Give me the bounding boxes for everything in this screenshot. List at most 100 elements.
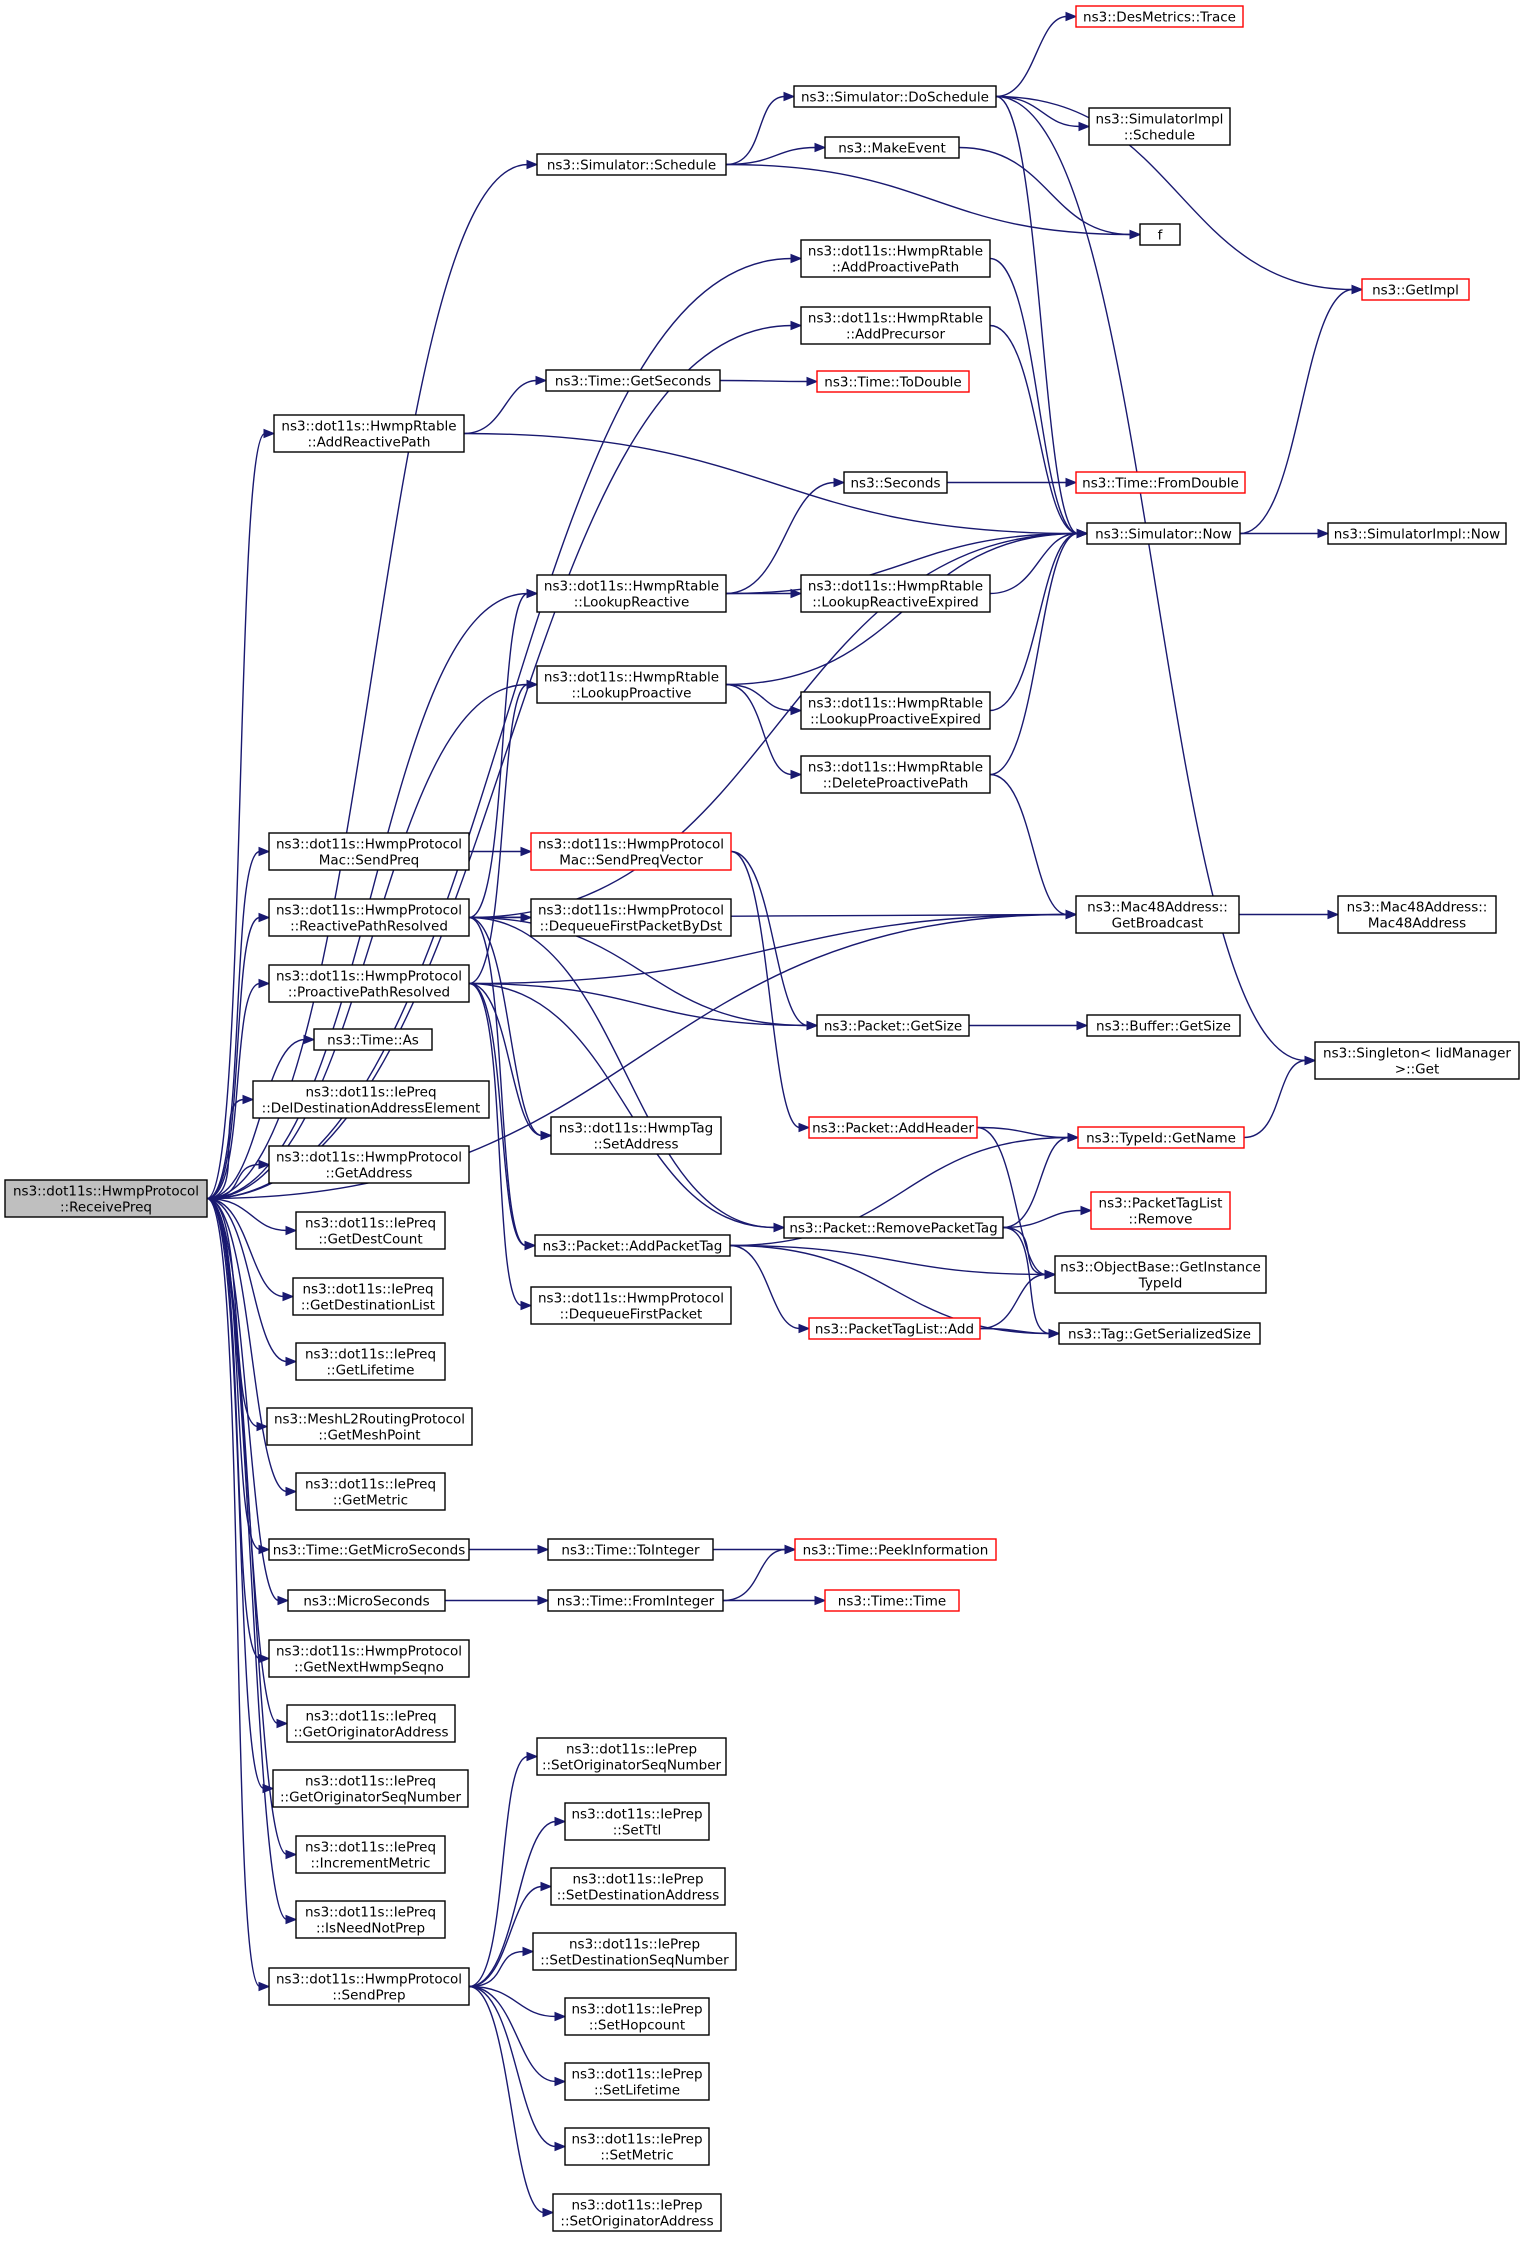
node-box[interactable] <box>536 1737 727 1776</box>
node-box[interactable] <box>295 1472 446 1511</box>
node-n_getdestlist[interactable]: ns3::dot11s::IePreq::GetDestinationList <box>292 1277 444 1316</box>
node-box[interactable] <box>273 414 465 453</box>
node-box[interactable] <box>564 1997 710 2036</box>
node-box[interactable] <box>1075 471 1246 494</box>
node-box[interactable] <box>295 1900 446 1939</box>
node-n_isneednot[interactable]: ns3::dot11s::IePreq::IsNeedNotPrep <box>295 1900 446 1939</box>
node-n_seconds[interactable]: ns3::Seconds <box>843 471 948 494</box>
node-box[interactable] <box>268 1639 470 1678</box>
node-box[interactable] <box>800 755 991 794</box>
node-box[interactable] <box>1086 1014 1241 1037</box>
node-n_delproactive[interactable]: ns3::dot11s::HwmpRtable::DeleteProactive… <box>800 755 991 794</box>
node-n_mac48[interactable]: ns3::Mac48Address::Mac48Address <box>1337 895 1497 934</box>
node-n_timetime[interactable]: ns3::Time::Time <box>824 1589 960 1612</box>
node-box[interactable] <box>268 1967 470 2006</box>
node-n_getseconds[interactable]: ns3::Time::GetSeconds <box>545 369 721 392</box>
node-box[interactable] <box>266 1407 473 1446</box>
node-n_addproactive[interactable]: ns3::dot11s::HwmpRtable::AddProactivePat… <box>800 239 991 278</box>
node-box[interactable] <box>295 1211 446 1250</box>
node-n_getname[interactable]: ns3::TypeId::GetName <box>1077 1126 1245 1149</box>
node-n_bufgetsize[interactable]: ns3::Buffer::GetSize <box>1086 1014 1241 1037</box>
node-n_implnow[interactable]: ns3::SimulatorImpl::Now <box>1327 522 1507 545</box>
node-box[interactable] <box>1077 1126 1245 1149</box>
node-box[interactable] <box>268 832 470 871</box>
node-box[interactable] <box>564 2127 710 2166</box>
node-n_setaddress[interactable]: ns3::dot11s::HwmpTag::SetAddress <box>550 1116 722 1155</box>
node-n_tagsize[interactable]: ns3::Tag::GetSerializedSize <box>1058 1322 1261 1345</box>
node-box[interactable] <box>843 471 948 494</box>
node-box[interactable] <box>550 1116 722 1155</box>
node-n_setdestaddr[interactable]: ns3::dot11s::IePrep::SetDestinationAddre… <box>550 1867 726 1906</box>
node-n_getdestcount[interactable]: ns3::dot11s::IePreq::GetDestCount <box>295 1211 446 1250</box>
node-n_getnextseq[interactable]: ns3::dot11s::HwmpProtocol::GetNextHwmpSe… <box>268 1639 470 1678</box>
node-n_setorigaddr[interactable]: ns3::dot11s::IePrep::SetOriginatorAddres… <box>552 2193 722 2232</box>
node-n_micro[interactable]: ns3::MicroSeconds <box>287 1589 446 1612</box>
node-box[interactable] <box>1327 522 1507 545</box>
node-box[interactable] <box>272 1769 469 1808</box>
node-n0[interactable]: ns3::dot11s::HwmpProtocol::ReceivePreq <box>4 1179 208 1218</box>
node-n_lrexpired[interactable]: ns3::dot11s::HwmpRtable::LookupReactiveE… <box>800 574 991 613</box>
node-n_removetag[interactable]: ns3::Packet::RemovePacketTag <box>783 1216 1004 1239</box>
node-box[interactable] <box>545 369 721 392</box>
node-n_tointeger[interactable]: ns3::Time::ToInteger <box>547 1538 714 1561</box>
node-n_sethop[interactable]: ns3::dot11s::IePrep::SetHopcount <box>564 1997 710 2036</box>
node-box[interactable] <box>800 574 991 613</box>
node-box[interactable] <box>564 1802 710 1841</box>
node-n_sched[interactable]: ns3::Simulator::Schedule <box>536 153 727 176</box>
node-box[interactable] <box>552 2193 722 2232</box>
node-n_lookupreactive[interactable]: ns3::dot11s::HwmpRtable::LookupReactive <box>536 574 727 613</box>
node-n_getlifetime[interactable]: ns3::dot11s::IePreq::GetLifetime <box>295 1342 446 1381</box>
node-n_addreactive[interactable]: ns3::dot11s::HwmpRtable::AddReactivePath <box>273 414 465 453</box>
node-n_addprecursor[interactable]: ns3::dot11s::HwmpRtable::AddPrecursor <box>800 306 991 345</box>
node-n_incmetric[interactable]: ns3::dot11s::IePreq::IncrementMetric <box>295 1835 446 1874</box>
node-n_todouble[interactable]: ns3::Time::ToDouble <box>816 370 970 393</box>
node-n_addheader[interactable]: ns3::Packet::AddHeader <box>808 1116 978 1139</box>
node-box[interactable] <box>547 1538 714 1561</box>
node-n_setdestseq[interactable]: ns3::dot11s::IePrep::SetDestinationSeqNu… <box>532 1932 737 1971</box>
node-box[interactable] <box>1139 223 1181 246</box>
node-box[interactable] <box>1314 1041 1520 1080</box>
node-n_fromdouble[interactable]: ns3::Time::FromDouble <box>1075 471 1246 494</box>
node-box[interactable] <box>1054 1255 1267 1294</box>
node-box[interactable] <box>1337 895 1497 934</box>
node-box[interactable] <box>268 1145 470 1184</box>
node-n_sendprep[interactable]: ns3::dot11s::HwmpProtocol::SendPrep <box>268 1967 470 2006</box>
node-box[interactable] <box>536 665 727 704</box>
node-box[interactable] <box>550 1867 726 1906</box>
node-n_dequeuebydst[interactable]: ns3::dot11s::HwmpProtocol::DequeueFirstP… <box>530 898 732 937</box>
node-n_getmetric[interactable]: ns3::dot11s::IePreq::GetMetric <box>295 1472 446 1511</box>
node-n_pktgetsize[interactable]: ns3::Packet::GetSize <box>816 1014 970 1037</box>
node-box[interactable] <box>1058 1322 1261 1345</box>
node-box[interactable] <box>287 1589 446 1612</box>
node-box[interactable] <box>808 1116 978 1139</box>
node-box[interactable] <box>536 153 727 176</box>
node-n_setorigseq[interactable]: ns3::dot11s::IePrep::SetOriginatorSeqNum… <box>536 1737 727 1776</box>
node-n_getimpl[interactable]: ns3::GetImpl <box>1361 278 1470 301</box>
node-n_tagadd[interactable]: ns3::PacketTagList::Add <box>808 1317 981 1340</box>
node-n_getmeshpoint[interactable]: ns3::MeshL2RoutingProtocol::GetMeshPoint <box>266 1407 473 1446</box>
node-n_implsched[interactable]: ns3::SimulatorImpl::Schedule <box>1088 107 1231 146</box>
node-box[interactable] <box>547 1589 724 1612</box>
node-box[interactable] <box>800 239 991 278</box>
node-box[interactable] <box>530 832 732 871</box>
node-box[interactable] <box>1361 278 1470 301</box>
node-n_setttl[interactable]: ns3::dot11s::IePrep::SetTtl <box>564 1802 710 1841</box>
node-n_makeevent[interactable]: ns3::MakeEvent <box>824 136 960 159</box>
node-box[interactable] <box>1075 5 1244 28</box>
node-box[interactable] <box>292 1277 444 1316</box>
node-n_timeas[interactable]: ns3::Time::As <box>313 1028 433 1051</box>
node-n_getmicro[interactable]: ns3::Time::GetMicroSeconds <box>268 1538 470 1561</box>
node-box[interactable] <box>532 1932 737 1971</box>
node-box[interactable] <box>800 691 991 730</box>
node-n_frominteger[interactable]: ns3::Time::FromInteger <box>547 1589 724 1612</box>
node-box[interactable] <box>824 136 960 159</box>
node-n_macsendpreqvec[interactable]: ns3::dot11s::HwmpProtocolMac::SendPreqVe… <box>530 832 732 871</box>
node-box[interactable] <box>530 898 732 937</box>
node-box[interactable] <box>1090 1191 1231 1230</box>
node-n_getorigaddr[interactable]: ns3::dot11s::IePreq::GetOriginatorAddres… <box>286 1704 456 1743</box>
node-box[interactable] <box>313 1028 433 1051</box>
node-box[interactable] <box>564 2062 710 2101</box>
node-box[interactable] <box>816 1014 970 1037</box>
node-box[interactable] <box>536 574 727 613</box>
